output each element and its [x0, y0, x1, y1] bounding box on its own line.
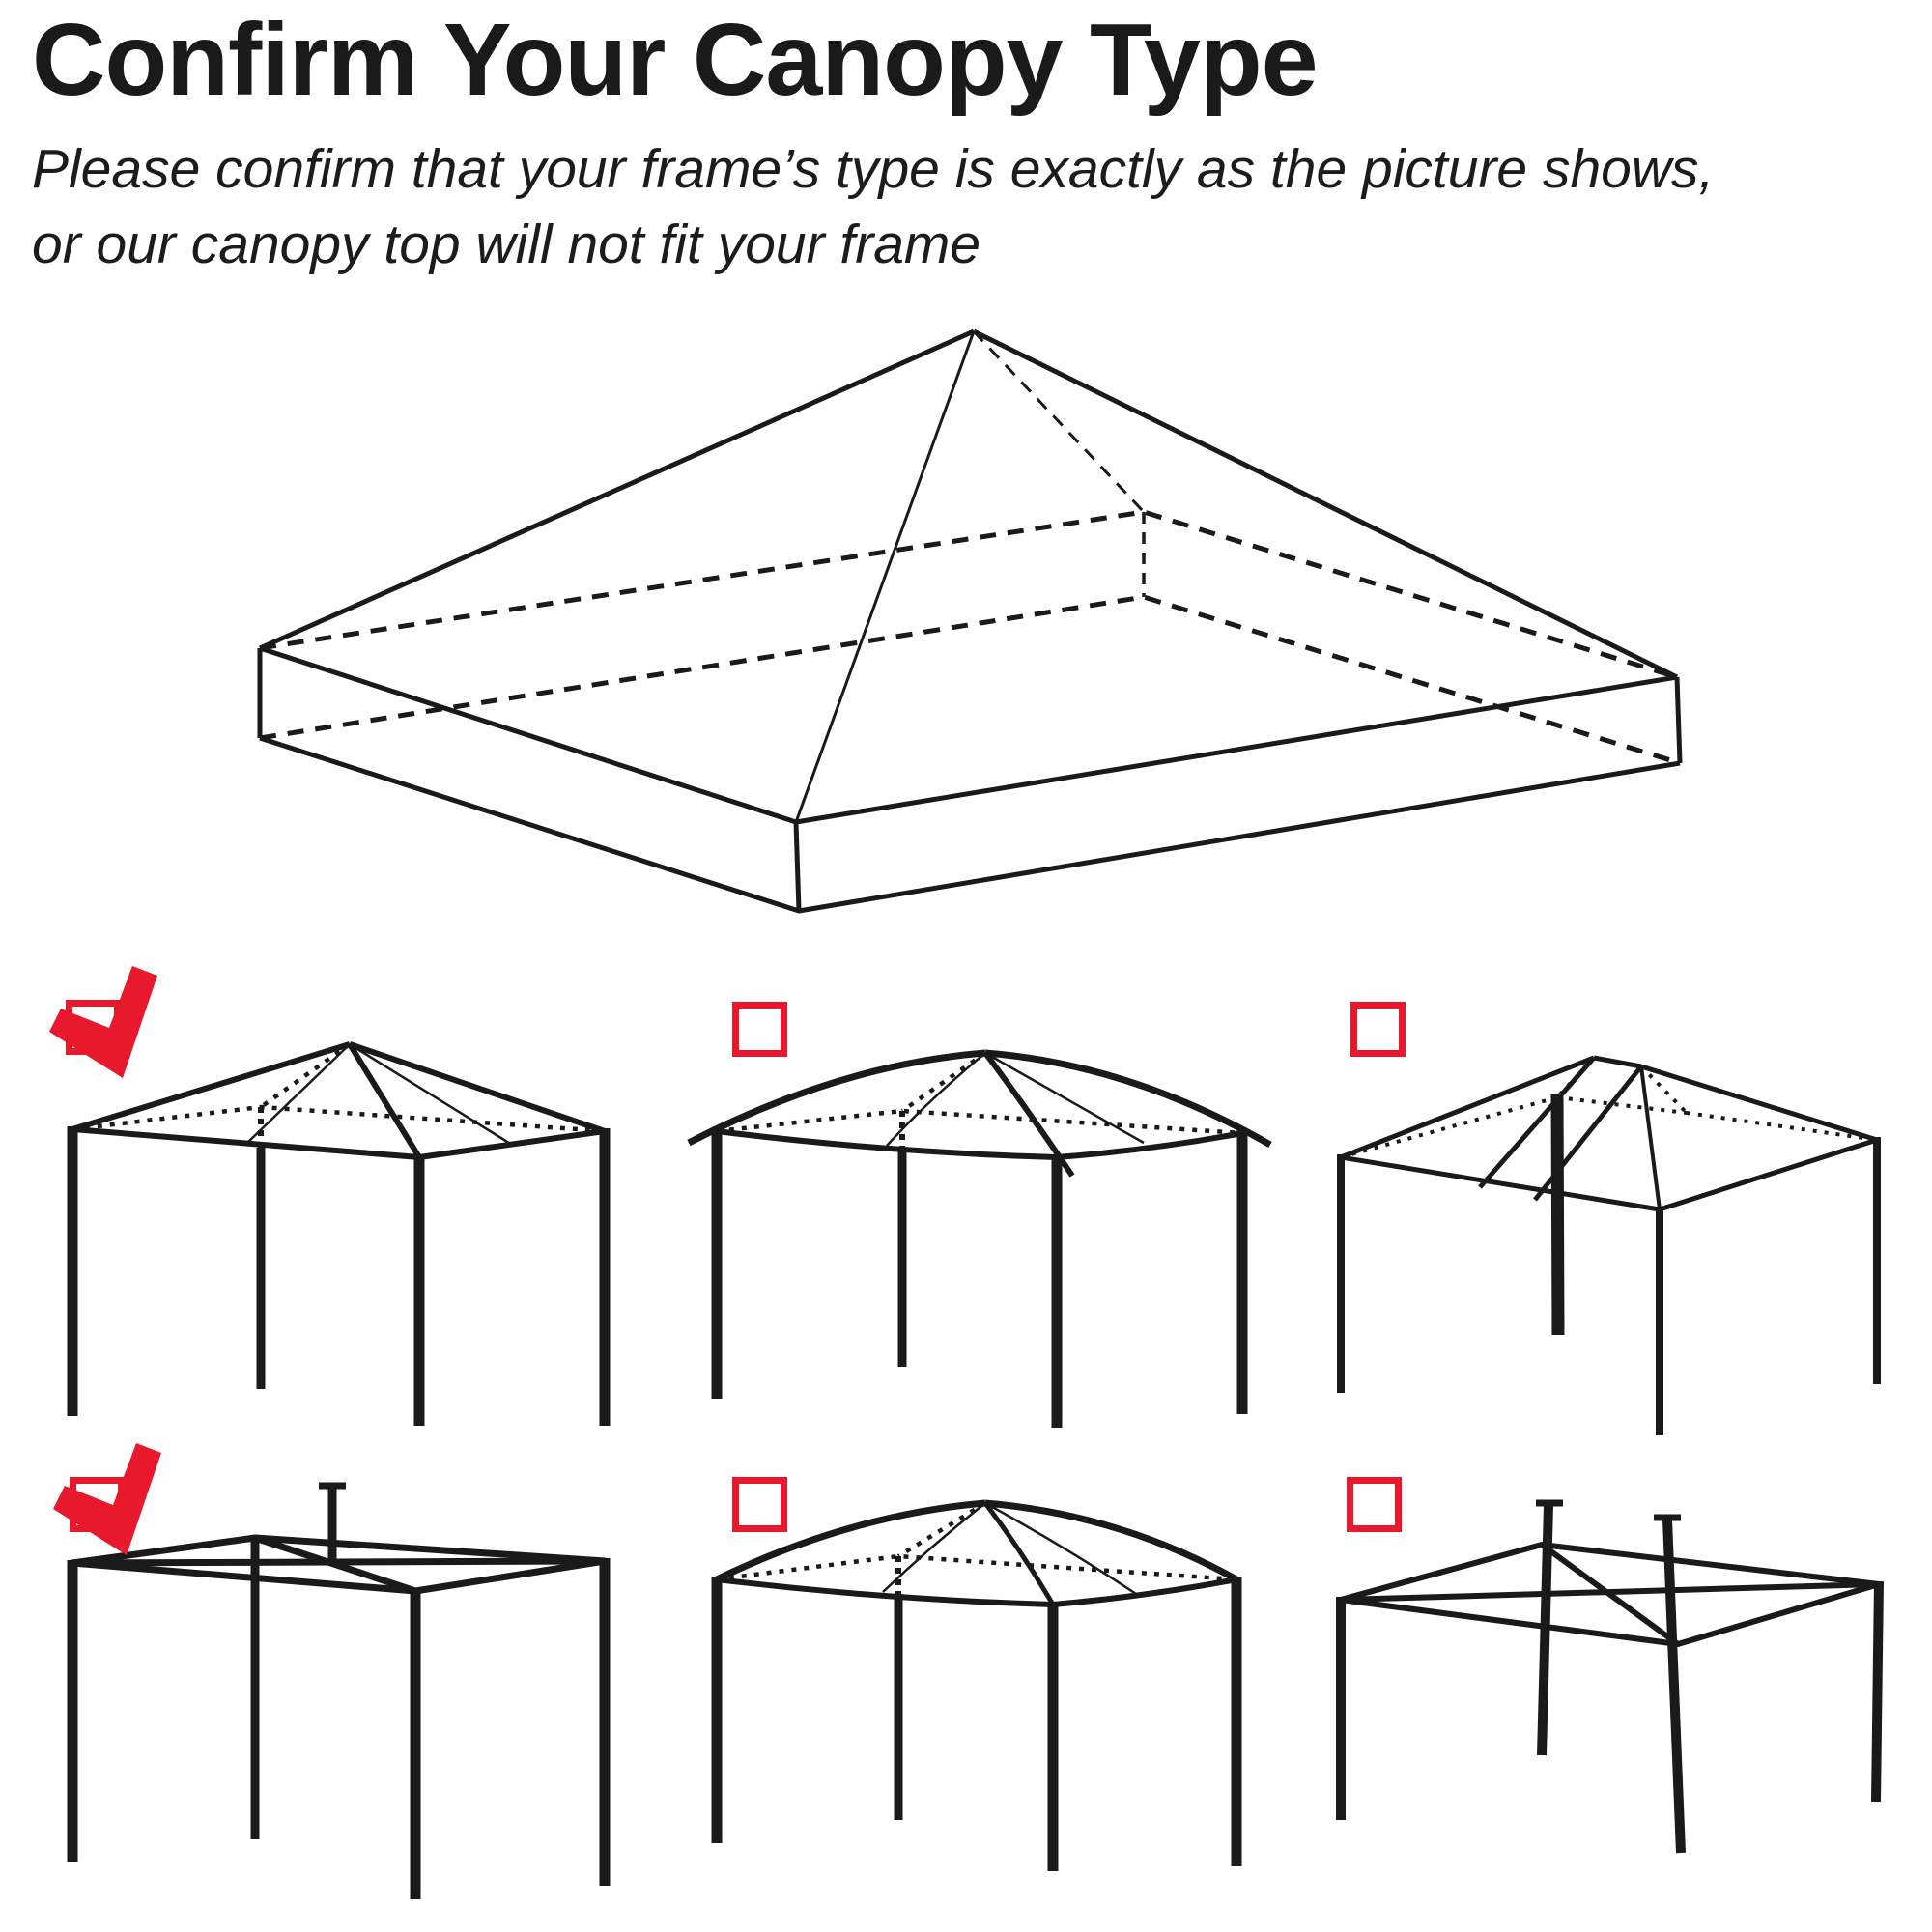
frame-option-6-diagram [1336, 1499, 1884, 1854]
page-subtitle: Please confirm that your frame’s type is… [32, 131, 1714, 282]
subtitle-line-2: or our canopy top will not fit your fram… [32, 213, 981, 275]
frame-option-3-diagram [1337, 1055, 1881, 1435]
page-title: Confirm Your Canopy Type [32, 3, 1319, 117]
frame-option-2-diagram [687, 1049, 1272, 1428]
option-4-checkbox[interactable] [53, 1443, 161, 1555]
option-6-checkbox[interactable] [1347, 1477, 1402, 1532]
option-2-checkbox[interactable] [732, 1002, 787, 1057]
option-3-checkbox[interactable] [1350, 1002, 1406, 1057]
frame-option-4-diagram [67, 1482, 611, 1899]
frame-option-1-diagram [67, 1041, 611, 1426]
checkmark-icon [53, 1443, 161, 1555]
frame-option-5-diagram [711, 1499, 1242, 1871]
subtitle-line-1: Please confirm that your frame’s type is… [32, 138, 1715, 200]
canopy-top-diagram [257, 328, 1683, 914]
option-5-checkbox[interactable] [732, 1477, 787, 1532]
checkmark-icon [49, 966, 157, 1078]
option-1-checkbox[interactable] [49, 966, 157, 1078]
